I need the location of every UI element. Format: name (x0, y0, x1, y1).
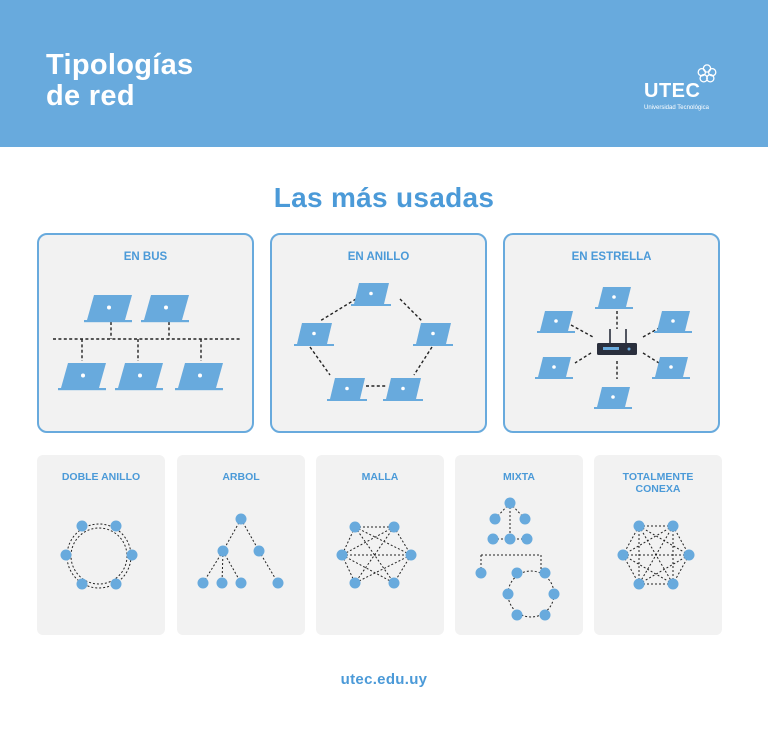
section-title: Las más usadas (273, 182, 495, 213)
topology-label: EN BUS (123, 251, 168, 263)
laptop-icon (141, 295, 189, 323)
ring-diagram (294, 283, 453, 401)
topology-card-bus: EN BUS (37, 233, 254, 433)
topology-label: EN ANILLO (347, 251, 410, 263)
star-diagram (535, 287, 692, 409)
laptop-icon (654, 311, 692, 333)
bus-diagram (53, 295, 241, 391)
topology-label: TOTALMENTE CONEXA (622, 471, 694, 495)
laptop-icon (327, 378, 367, 401)
laptop-icon (594, 387, 632, 409)
laptop-icon (58, 363, 106, 391)
logo-name: UTEC (644, 80, 701, 102)
page-title-line-1: Tipologías (46, 49, 194, 81)
topology-card-tree: ARBOL (177, 455, 305, 635)
logo-subtitle: Universidad Tecnológica (644, 105, 709, 111)
topology-label: MALLA (361, 471, 399, 483)
laptop-icon (595, 287, 633, 309)
double-ring-diagram (60, 520, 138, 590)
page-title-line-2: de red (46, 80, 135, 112)
flower-icon (697, 64, 717, 83)
laptop-icon (115, 363, 163, 391)
topology-card-mixed: MIXTA (455, 455, 583, 635)
topology-card-star: EN ESTRELLA (503, 233, 720, 433)
tree-diagram (197, 513, 284, 589)
laptop-icon (652, 357, 690, 379)
topology-card-ring: EN ANILLO (270, 233, 487, 433)
laptop-icon (175, 363, 223, 391)
topology-label: ARBOL (222, 471, 260, 483)
topology-label: MIXTA (503, 471, 535, 483)
laptop-icon (537, 311, 575, 333)
laptop-icon (351, 283, 391, 306)
fully-connected-diagram (617, 520, 695, 590)
laptop-icon (383, 378, 423, 401)
topology-card-mesh: MALLA (316, 455, 444, 635)
header-banner: Tipologías de red UTEC Universidad Tecno… (0, 0, 768, 147)
router-icon (597, 329, 637, 355)
topology-card-double-ring: DOBLE ANILLO (37, 455, 165, 635)
footer-url[interactable]: utec.edu.uy (340, 671, 428, 688)
topology-label: DOBLE ANILLO (61, 471, 141, 483)
utec-logo: UTEC Universidad Tecnológica (640, 60, 730, 120)
full-mesh-links (622, 525, 690, 585)
topology-label: EN ESTRELLA (571, 251, 652, 263)
laptop-icon (84, 295, 132, 323)
page-title: Tipologías de red (46, 50, 193, 112)
laptop-icon (294, 323, 334, 346)
laptop-icon (413, 323, 453, 346)
laptop-icon (535, 357, 573, 379)
mixed-diagram (475, 497, 560, 621)
topology-card-fully-connected: TOTALMENTE CONEXA (594, 455, 722, 635)
mesh-diagram (336, 521, 417, 589)
